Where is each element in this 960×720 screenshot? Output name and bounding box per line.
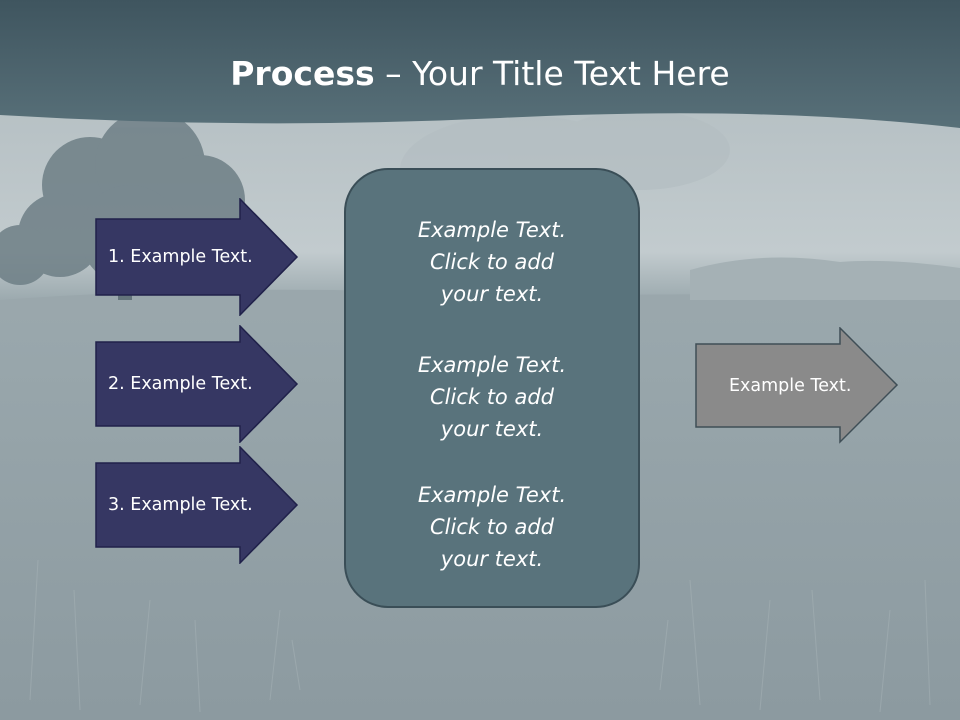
text-line: Example Text. [417, 353, 567, 377]
text-block-3[interactable]: Example Text. Click to add your text. [346, 479, 638, 575]
process-arrow-3[interactable]: 3. Example Text. [95, 445, 299, 565]
center-text-box[interactable]: Example Text. Click to add your text. Ex… [344, 168, 640, 608]
arrow-shape-icon [695, 326, 899, 444]
text-line: Click to add [429, 515, 554, 539]
text-line: Example Text. [417, 218, 567, 242]
page-title: Process – Your Title Text Here [0, 52, 960, 96]
text-line: your text. [440, 547, 544, 571]
text-line: Click to add [429, 250, 554, 274]
arrow-shape-icon [95, 197, 299, 317]
arrow-shape-icon [95, 324, 299, 444]
process-arrow-label: 2. Example Text. [108, 374, 253, 394]
title-bold: Process [230, 54, 375, 93]
title-rest: – Your Title Text Here [374, 54, 730, 93]
arrow-shape-icon [95, 445, 299, 565]
text-line: your text. [440, 417, 544, 441]
process-arrow-1[interactable]: 1. Example Text. [95, 197, 299, 317]
process-arrow-2[interactable]: 2. Example Text. [95, 324, 299, 444]
result-arrow-label: Example Text. [729, 376, 852, 396]
text-block-2[interactable]: Example Text. Click to add your text. [346, 349, 638, 445]
text-line: Click to add [429, 385, 554, 409]
process-arrow-label: 3. Example Text. [108, 495, 253, 515]
result-arrow[interactable]: Example Text. [695, 326, 899, 445]
process-arrow-label: 1. Example Text. [108, 247, 253, 267]
text-line: your text. [440, 282, 544, 306]
text-block-1[interactable]: Example Text. Click to add your text. [346, 214, 638, 310]
text-line: Example Text. [417, 483, 567, 507]
